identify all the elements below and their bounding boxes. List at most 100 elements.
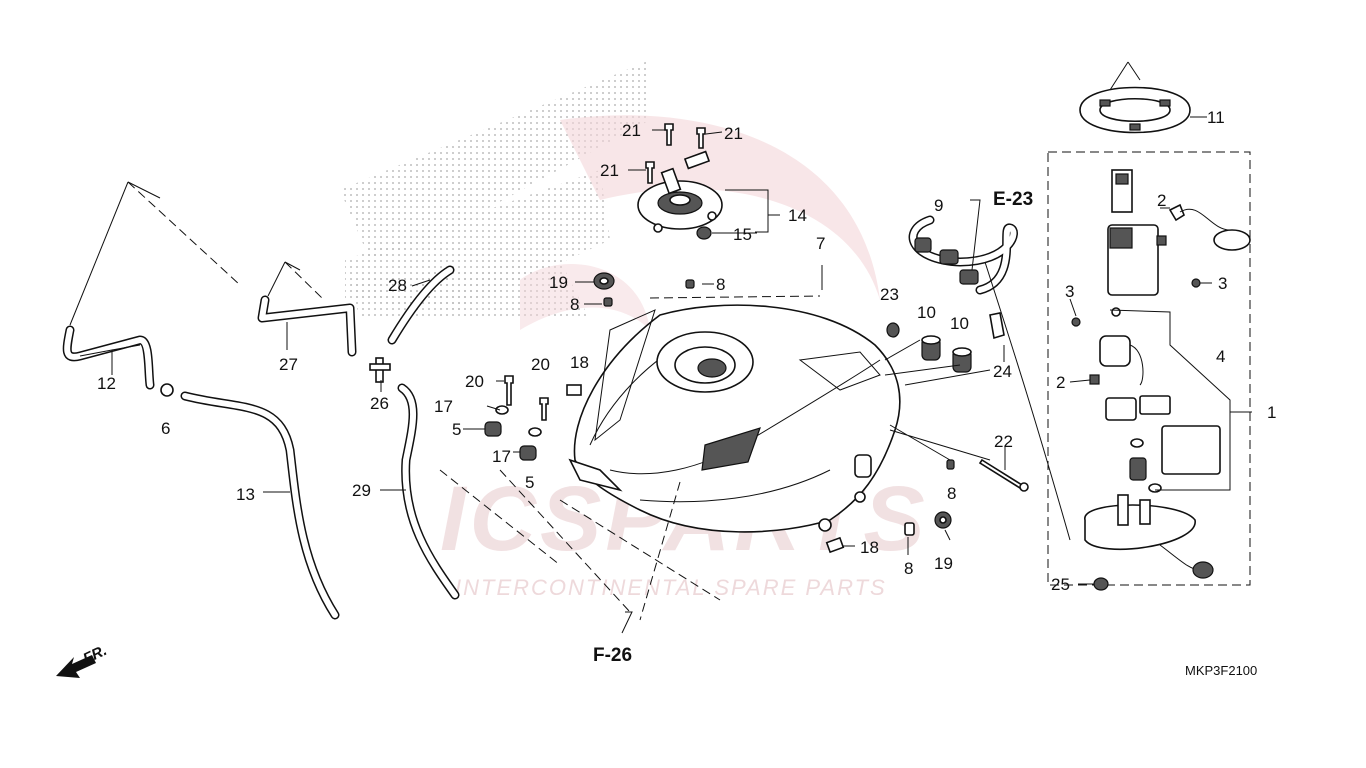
label-part-29: 29 [352,481,371,500]
screw-3 [1191,278,1201,288]
reference-e23: E-23 [993,189,1033,210]
bracket-2 [1156,235,1167,246]
label-part-4: 4 [1216,347,1225,366]
reference-f26: F-26 [593,645,632,666]
grommet-19 [934,511,952,529]
front-direction-arrow [56,655,96,678]
guide-line [127,181,241,286]
label-part-19a: 19 [549,273,568,292]
watermark-tagline: INTERCONTINENTAL SPARE PARTS [455,575,887,600]
diagram-code: MKP3F2100 [1185,663,1257,678]
cushion-18 [566,384,582,396]
label-part-27: 27 [279,355,298,374]
label-part-13: 13 [236,485,255,504]
label-part-10b: 10 [950,314,969,333]
label-part-2a: 2 [1157,191,1166,210]
label-part-2b: 2 [1056,373,1065,392]
label-part-11: 11 [1207,108,1225,127]
clip-24 [989,312,1005,340]
label-part-8c: 8 [947,484,956,503]
label-part-23: 23 [880,285,899,304]
guide-line [499,469,631,613]
bolt-20 [539,397,549,421]
leader-line [884,339,991,386]
label-part-8b: 8 [716,275,725,294]
clamp-6 [160,383,174,397]
bolt-22 [978,458,1029,492]
hose-29 [397,383,460,600]
label-part-8d: 8 [904,559,913,578]
bolt-21 [664,123,674,146]
label-part-15: 15 [733,225,752,244]
label-part-3b: 3 [1065,282,1074,301]
label-part-9: 9 [934,196,943,215]
label-part-7: 7 [816,234,825,253]
label-part-14: 14 [788,206,807,225]
bolt-21 [696,127,706,149]
fuel-cap-assembly-14 [637,150,723,233]
label-part-20a: 20 [465,372,484,391]
label-part-21b: 21 [724,124,743,143]
label-part-21c: 21 [600,161,619,180]
guide-line [649,295,821,299]
cushion-8 [904,522,915,536]
hose-13 [180,391,340,620]
guide-line [439,469,561,566]
label-part-10a: 10 [917,303,936,322]
label-part-22: 22 [994,432,1013,451]
label-part-3a: 3 [1218,274,1227,293]
bolt-20 [504,375,514,406]
collar-17 [528,427,542,437]
label-part-18b: 18 [860,538,879,557]
label-part-21a: 21 [622,121,641,140]
guide-line [639,481,681,621]
fuel-tank-7 [568,304,901,533]
rubber-5 [484,421,502,437]
fuel-pump-module [1107,169,1251,296]
label-part-6: 6 [161,419,170,438]
fuel-filter-4 [1099,307,1221,493]
label-part-24: 24 [993,362,1012,381]
label-part-18a: 18 [570,353,589,372]
joint-26 [369,357,391,383]
nut-15 [696,226,712,240]
label-part-17b: 17 [492,447,511,466]
damper-10 [952,347,972,373]
bolt-21 [645,161,655,184]
nut-25 [1093,577,1109,591]
label-part-5a: 5 [452,420,461,439]
label-part-25: 25 [1051,575,1070,594]
rubber-5 [519,445,537,461]
label-part-8a: 8 [570,295,579,314]
hose-27 [257,295,357,357]
pump-ring-11 [1079,86,1191,134]
label-part-26: 26 [370,394,389,413]
label-part-20b: 20 [531,355,550,374]
cushion-18 [825,536,845,554]
guide-line [559,499,721,601]
label-part-17a: 17 [434,397,453,416]
label-part-5b: 5 [525,473,534,492]
bracket-2 [1089,374,1100,385]
damper-10 [921,335,941,361]
guide-line [284,261,323,299]
label-part-1: 1 [1267,403,1276,422]
hose-28 [387,265,455,345]
cushion-8 [685,279,695,289]
watermark-wing-logo [340,60,880,330]
collar-17 [495,405,509,415]
pump-flange [1084,494,1214,579]
label-part-28: 28 [388,276,407,295]
label-part-12: 12 [97,374,116,393]
cushion-23 [886,322,900,338]
screw-3 [1071,317,1081,327]
cushion-8 [946,459,955,470]
grommet-19 [593,272,615,290]
pump-assembly-frame [1047,151,1251,586]
hose-12 [62,325,155,390]
front-direction-label: FR. [81,642,110,668]
label-part-19b: 19 [934,554,953,573]
cushion-8 [603,297,613,307]
harness-9 [908,215,1018,295]
